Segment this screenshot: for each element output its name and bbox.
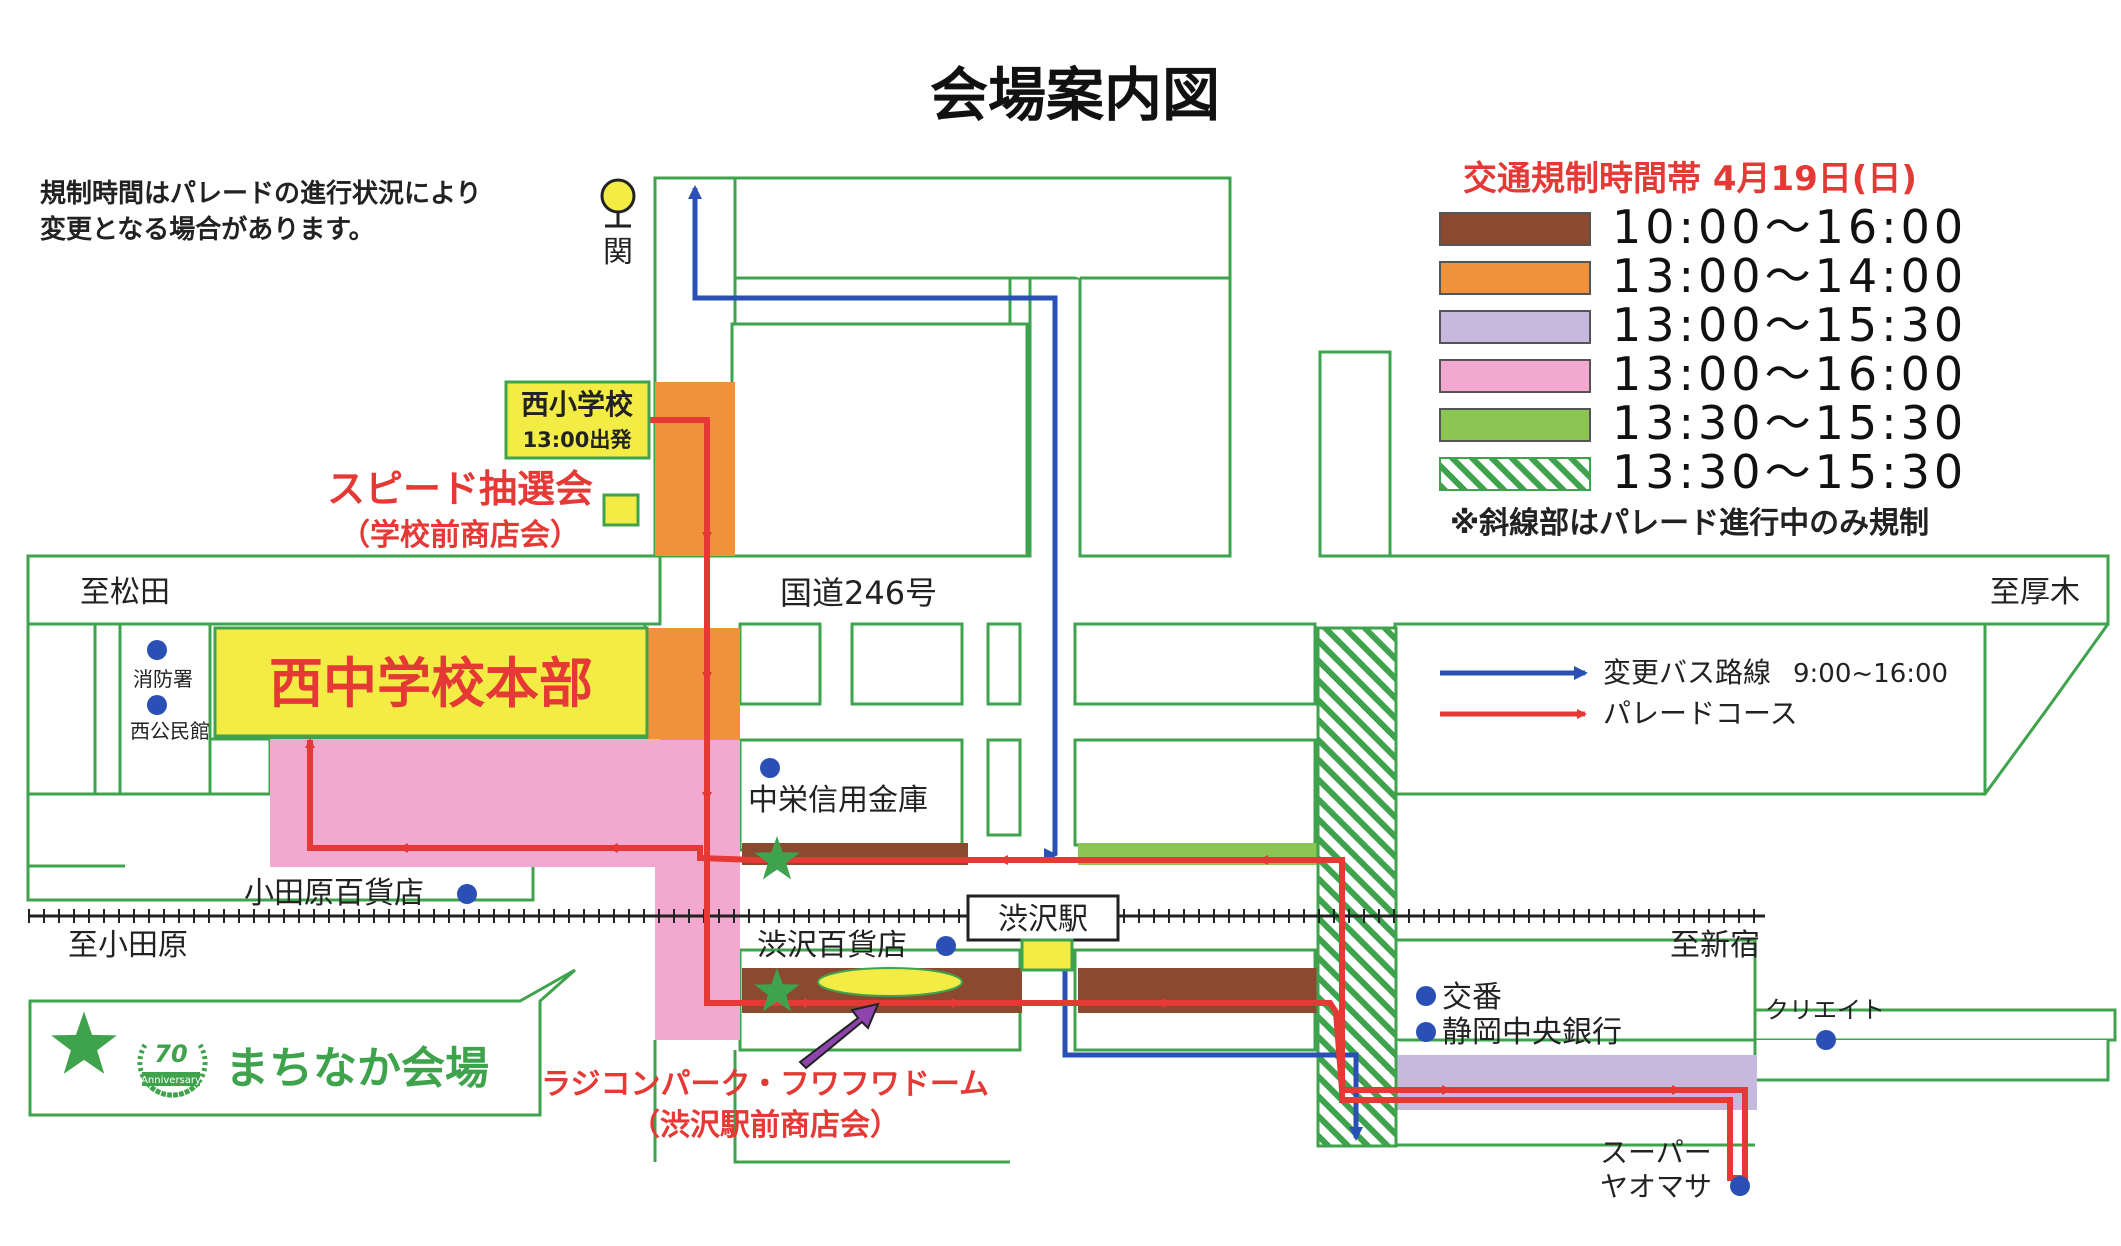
credit-union-dot (760, 758, 780, 778)
to-shinjuku: 至新宿 (1670, 928, 1760, 963)
notice: 規制時間はパレードの進行状況により 変更となる場合があります。 (40, 178, 481, 245)
shibusawa-dept-label: 渋沢百貨店 (757, 928, 907, 963)
parade-legend-label: パレードコース (1603, 697, 1798, 730)
machinaka-callout: 70 Anniversary まちなか会場 (28, 968, 576, 1117)
create-label: クリエイト (1765, 996, 1885, 1024)
police-box-dot (1416, 986, 1436, 1006)
legend-time-6: 13:30〜15:30 (1612, 445, 1967, 499)
legend-swatch-4 (1439, 359, 1591, 393)
shibusawa-station[interactable]: 渋沢駅 (966, 894, 1120, 972)
police-box-label: 交番 (1442, 980, 1502, 1015)
radicon-pointer-arrow (798, 1002, 880, 1070)
legend-swatch-1 (1439, 212, 1591, 246)
svg-text:13:00出発: 13:00出発 (523, 428, 633, 452)
speed-lottery-label: スピード抽選会 (327, 467, 593, 511)
odawara-dept-dot (457, 884, 477, 904)
route-246: 国道246号 (780, 574, 937, 612)
legend-time-2: 13:00〜14:00 (1612, 249, 1967, 303)
svg-text:西中学校本部: 西中学校本部 (269, 652, 593, 715)
machinaka-label: まちなか会場 (225, 1043, 489, 1094)
svg-text:規制時間はパレードの進行状況により: 規制時間はパレードの進行状況により (40, 178, 481, 209)
bus-route-station (1062, 965, 1363, 1141)
to-atsugi: 至厚木 (1990, 575, 2080, 610)
supermarket-label-1: スーパー (1600, 1136, 1712, 1169)
svg-text:渋沢駅: 渋沢駅 (998, 902, 1088, 937)
time-legend: 交通規制時間帯 4月19日(日) 10:00〜16:0013:00〜14:001… (1439, 159, 1967, 541)
legend-note: ※斜線部はパレード進行中のみ規制 (1450, 506, 1929, 541)
bus-legend-time: 9:00~16:00 (1793, 659, 1948, 689)
supermarket-label-2: ヤオマサ (1600, 1170, 1712, 1203)
bus-legend-label: 変更バス路線 (1603, 656, 1771, 689)
bus-route-north (688, 185, 1058, 855)
to-odawara: 至小田原 (68, 928, 188, 963)
anniversary-badge-icon: 70 Anniversary (137, 1040, 208, 1098)
fire-station-label: 消防署 (133, 667, 193, 691)
legend-time-3: 13:00〜15:30 (1612, 298, 1967, 352)
legend-swatch-3 (1439, 310, 1591, 344)
svg-text:変更となる場合があります。: 変更となる場合があります。 (40, 214, 375, 245)
route-legend: 変更バス路線 9:00~16:00 パレードコース (1440, 656, 1948, 730)
legend-swatch-2 (1439, 261, 1591, 295)
radicon-label: ラジコンパーク・フワフワドーム (541, 1067, 989, 1102)
seki-label: 関 (603, 235, 633, 270)
to-matsuda: 至松田 (80, 575, 170, 610)
community-hall-dot (147, 695, 167, 715)
legend-time-1: 10:00〜16:00 (1612, 200, 1967, 254)
fire-station-dot (147, 640, 167, 660)
section-brown-lower-east (1078, 968, 1318, 1013)
legend-swatch-6 (1439, 457, 1591, 491)
section-pink-vertical (655, 740, 740, 1040)
shibusawa-dept-dot (936, 936, 956, 956)
legend-time-5: 13:30〜15:30 (1612, 396, 1967, 450)
hq-nishi-junior-high[interactable]: 西中学校本部 (213, 626, 649, 738)
bank-label: 静岡中央銀行 (1442, 1015, 1622, 1050)
community-hall-label: 西公民館 (130, 719, 210, 743)
svg-text:Anniversary: Anniversary (141, 1075, 201, 1086)
legend-swatch-5 (1439, 408, 1591, 442)
create-dot (1816, 1030, 1836, 1050)
section-orange-south (648, 628, 740, 740)
radicon-sub: （渋沢駅前商店会） (630, 1108, 900, 1143)
speed-lottery-sub: （学校前商店会） (340, 518, 580, 553)
seki-marker: 関 (600, 178, 636, 270)
credit-union-label: 中栄信用金庫 (748, 783, 928, 818)
bank-dot (1416, 1022, 1436, 1042)
radicon-park-area[interactable] (817, 967, 963, 997)
legend-heading: 交通規制時間帯 4月19日(日) (1463, 159, 1917, 199)
parade-course (305, 417, 1748, 1181)
svg-text:70: 70 (154, 1040, 187, 1068)
page-title: 会場案内図 (930, 61, 1220, 129)
section-orange-north (655, 382, 735, 556)
svg-text:西小学校: 西小学校 (521, 388, 634, 421)
speed-lottery-marker (602, 493, 640, 527)
legend-time-4: 13:00〜16:00 (1612, 347, 1967, 401)
odawara-dept-label: 小田原百貨店 (244, 876, 424, 911)
nishi-elementary-school[interactable]: 西小学校 13:00出発 (504, 380, 651, 460)
supermarket-dot (1730, 1176, 1750, 1196)
